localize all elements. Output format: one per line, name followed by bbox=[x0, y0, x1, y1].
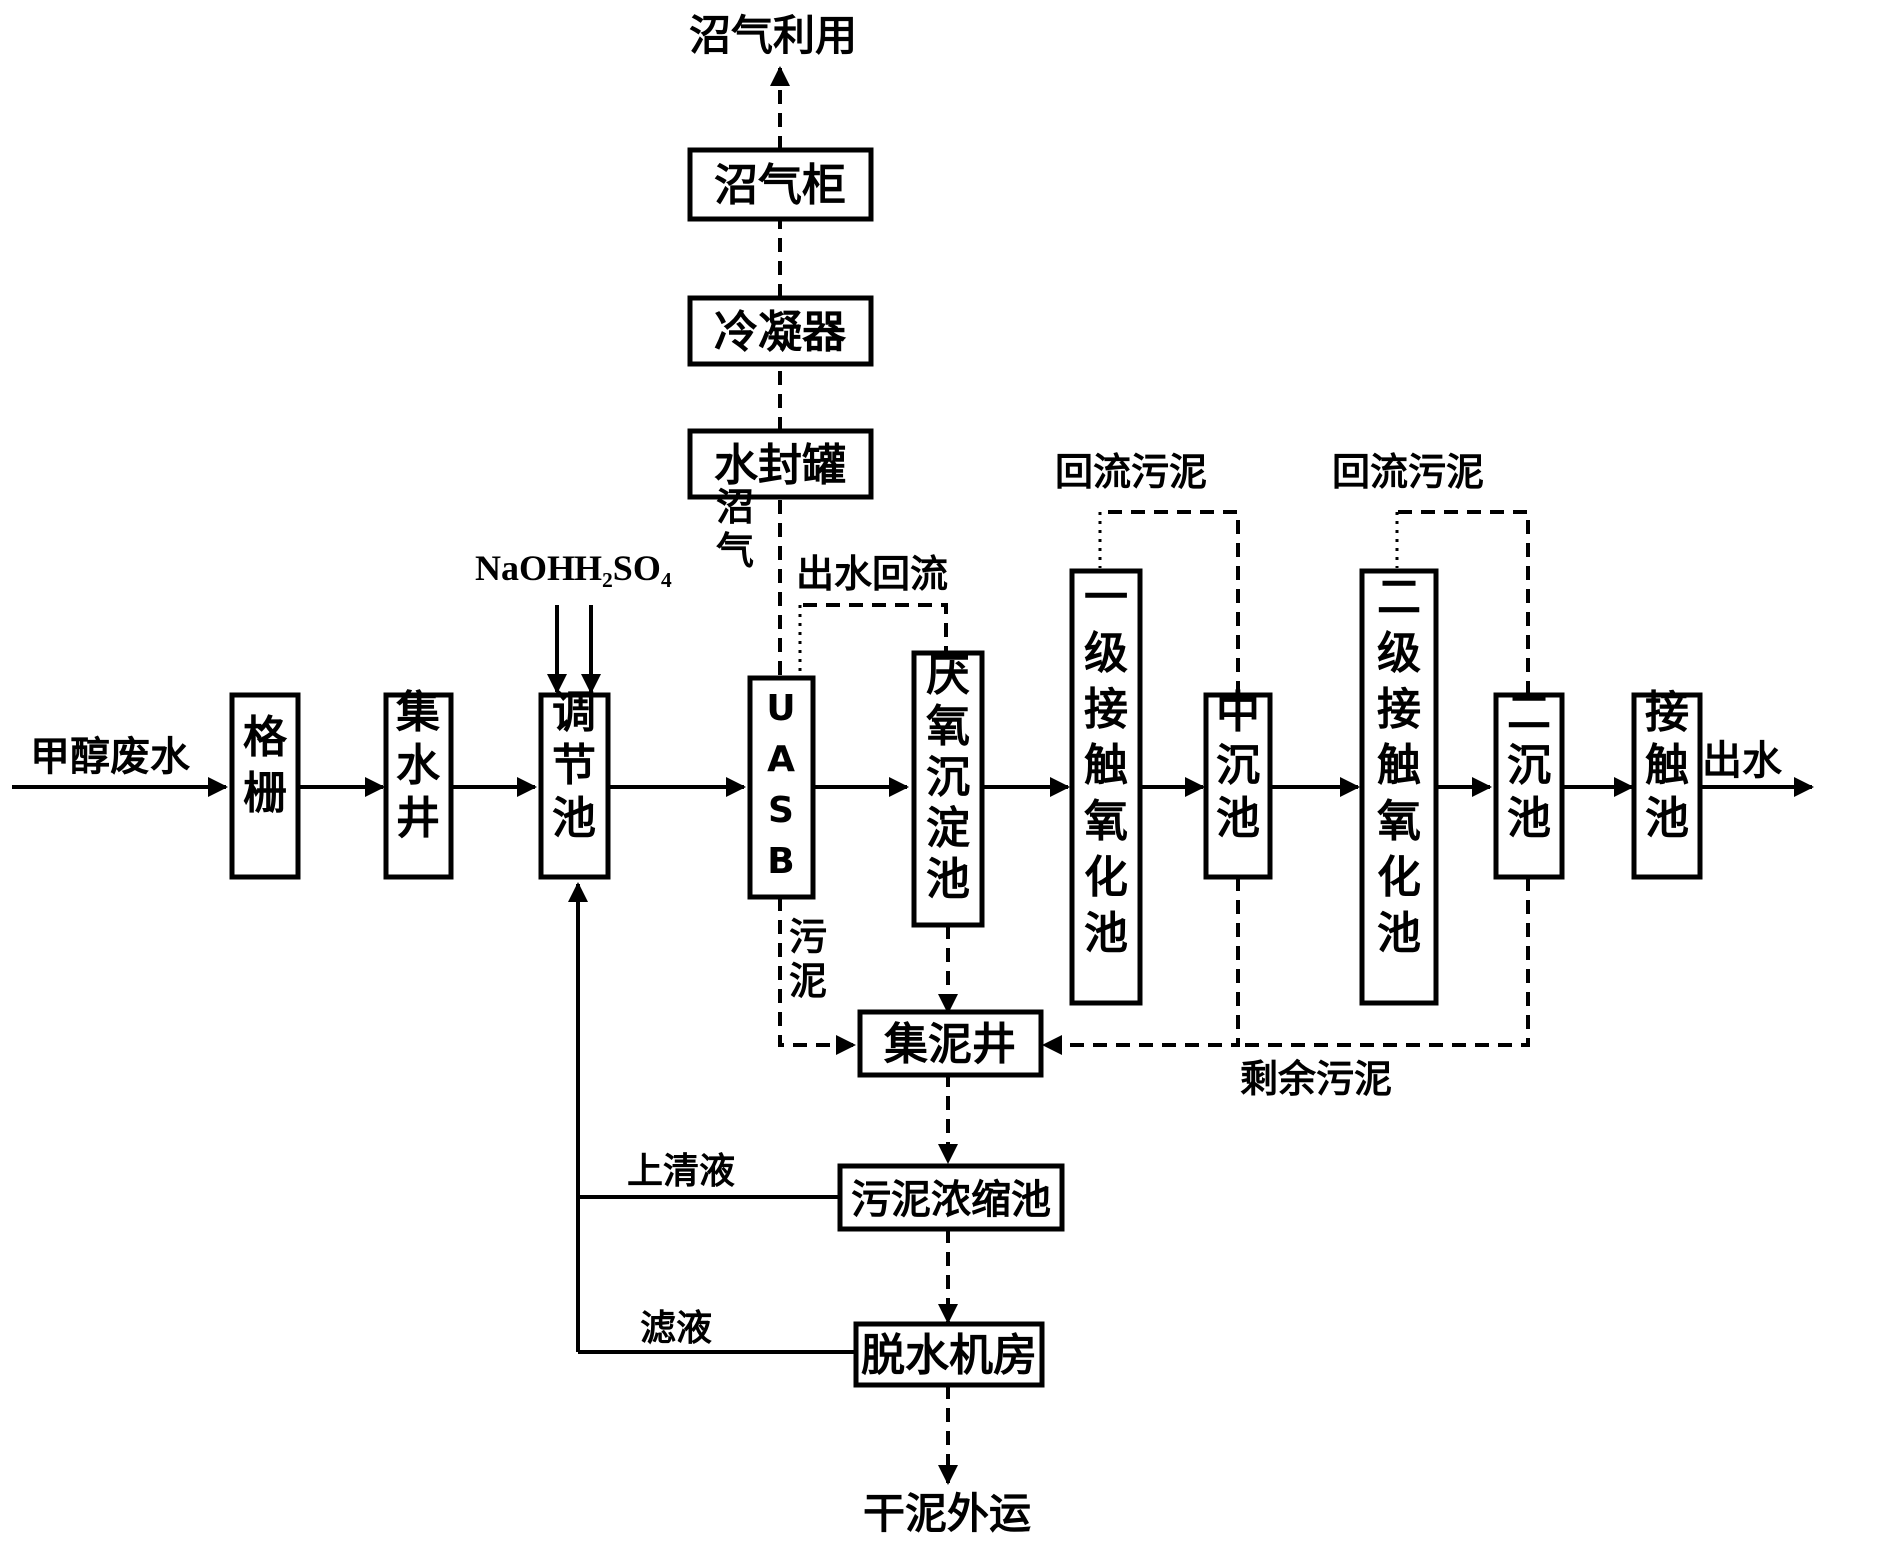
equalization-tank-unit[interactable]: 调节池 bbox=[538, 687, 611, 880]
sludge-well-unit[interactable]: 集泥井 bbox=[857, 1009, 1044, 1078]
effluent-label: 出水 bbox=[1702, 738, 1783, 784]
influent-label: 甲醇废水 bbox=[30, 734, 191, 780]
gas-holder-unit[interactable]: 沼气柜 bbox=[687, 147, 874, 222]
return-sludge-lines bbox=[1098, 510, 1530, 695]
sludge-thickener-label: 污泥浓缩池 bbox=[851, 1177, 1051, 1223]
primary-contact-oxidation-unit[interactable]: 一级接触氧化池 bbox=[1069, 568, 1143, 1006]
filtrate-label: 滤液 bbox=[640, 1308, 712, 1349]
chemical-dosing-lines bbox=[547, 605, 601, 694]
secondary-sedimentation-label: 二沉池 bbox=[1507, 687, 1551, 844]
dewatering-room-unit[interactable]: 脱水机房 bbox=[853, 1321, 1045, 1388]
water-seal-tank-label: 水封罐 bbox=[714, 440, 846, 491]
dry-sludge-label: 干泥外运 bbox=[863, 1489, 1031, 1538]
anaerobic-sedimentation-unit[interactable]: 厌氧沉淀池 bbox=[911, 650, 985, 928]
grille-unit[interactable]: 格栅 bbox=[229, 692, 301, 880]
return-sludge-label-1: 回流污泥 bbox=[1055, 450, 1207, 494]
intermediate-sedimentation-label: 中沉池 bbox=[1216, 687, 1260, 844]
effluent-recycle-label: 出水回流 bbox=[796, 552, 948, 596]
h2so4-label: H₂SO₄ bbox=[574, 548, 672, 588]
secondary-contact-oxidation-unit[interactable]: 二级接触氧化池 bbox=[1359, 568, 1439, 1006]
equalization-tank-label: 调节池 bbox=[552, 687, 596, 844]
uasb-sludge-label: 污泥 bbox=[789, 915, 827, 1003]
liquid-return-lines bbox=[568, 882, 854, 1354]
excess-sludge-label: 剩余污泥 bbox=[1240, 1057, 1392, 1101]
contact-tank-unit[interactable]: 接触池 bbox=[1631, 687, 1703, 880]
dewatering-room-label: 脱水机房 bbox=[861, 1330, 1037, 1381]
sludge-lines bbox=[778, 877, 1530, 1485]
collection-well-unit[interactable]: 集水井 bbox=[383, 687, 454, 880]
sludge-thickener-unit[interactable]: 污泥浓缩池 bbox=[837, 1163, 1065, 1232]
condenser-label: 冷凝器 bbox=[714, 307, 847, 358]
primary-contact-oxidation-label: 一级接触氧化池 bbox=[1084, 572, 1128, 959]
anaerobic-sedimentation-label: 厌氧沉淀池 bbox=[926, 650, 970, 905]
biogas-label: 沼气 bbox=[716, 485, 754, 573]
grille-label: 格栅 bbox=[243, 712, 288, 819]
condenser-unit[interactable]: 冷凝器 bbox=[687, 295, 874, 367]
sludge-well-label: 集泥井 bbox=[883, 1019, 1016, 1070]
naoh-label: NaOH bbox=[475, 548, 575, 588]
collection-well-label: 集水井 bbox=[395, 687, 441, 844]
effluent-recycle-line bbox=[798, 603, 948, 672]
water-seal-tank-unit[interactable]: 水封罐 bbox=[687, 428, 874, 500]
gas-holder-label: 沼气柜 bbox=[714, 160, 846, 211]
secondary-contact-oxidation-label: 二级接触氧化池 bbox=[1377, 572, 1421, 959]
supernatant-label: 上清液 bbox=[627, 1151, 735, 1192]
secondary-sedimentation-unit[interactable]: 二沉池 bbox=[1493, 687, 1565, 880]
biogas-use-label: 沼气利用 bbox=[689, 11, 857, 60]
return-sludge-label-2: 回流污泥 bbox=[1332, 450, 1484, 494]
contact-tank-label: 接触池 bbox=[1645, 687, 1689, 844]
intermediate-sedimentation-unit[interactable]: 中沉池 bbox=[1203, 687, 1273, 880]
